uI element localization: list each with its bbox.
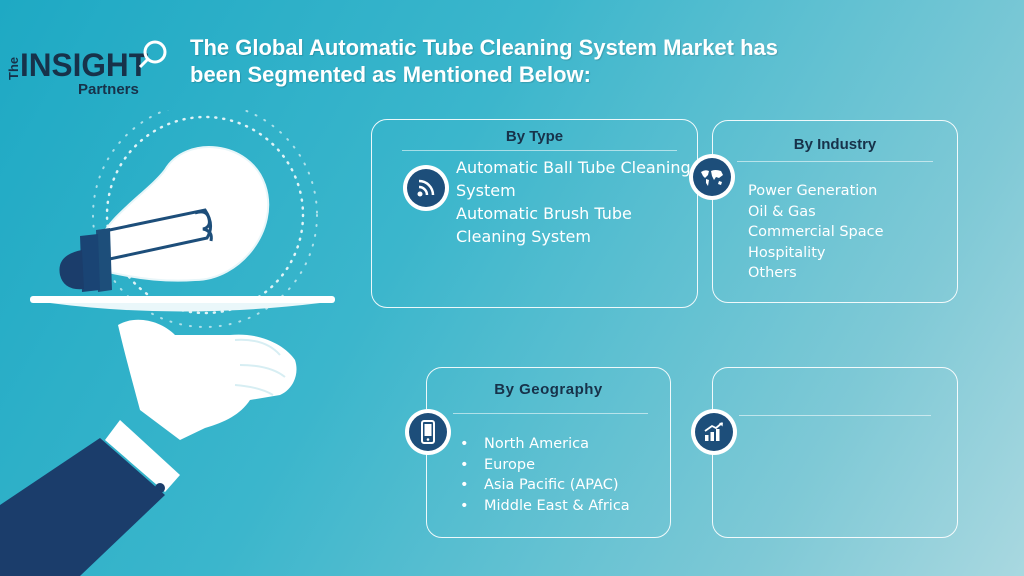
page-title-line-1: The Global Automatic Tube Cleaning Syste… — [190, 35, 779, 60]
card-divider — [739, 415, 931, 416]
by-industry-title: By Industry — [793, 136, 877, 153]
mobile-phone-icon — [405, 409, 451, 455]
insight-partners-logo[interactable]: The INSIGHT Partners — [4, 38, 176, 102]
light-bulb-icon — [59, 146, 270, 292]
magnifier-icon — [138, 40, 167, 69]
list-item: Europe — [460, 455, 630, 476]
by-industry-card: By Industry Power Generation Oil & Gas C… — [689, 120, 958, 303]
list-item: Commercial Space — [748, 224, 884, 240]
empty-segment-card — [691, 367, 958, 538]
logo-graphic: The INSIGHT Partners — [6, 40, 167, 98]
logo-partners-text: Partners — [78, 81, 139, 98]
serving-tray — [30, 296, 335, 312]
dotted-halo — [92, 110, 318, 328]
growth-chart-icon — [691, 409, 737, 455]
page-title-line-2: been Segmented as Mentioned Below: — [190, 62, 591, 87]
card-divider — [737, 161, 933, 162]
hand-icon — [118, 319, 297, 440]
list-item: Asia Pacific (APAC) — [460, 475, 630, 496]
hand-bulb-illustration — [0, 110, 335, 576]
list-item: Hospitality — [748, 244, 826, 261]
card-divider — [402, 150, 677, 151]
by-type-list: Automatic Ball Tube Cleaning System Auto… — [456, 156, 692, 248]
list-item: Others — [748, 265, 797, 281]
list-item: Middle East & Africa — [460, 496, 630, 517]
suit-sleeve — [0, 438, 165, 576]
logo-insight-text: INSIGHT — [20, 47, 148, 83]
by-industry-list: Power Generation Oil & Gas Commercial Sp… — [748, 181, 884, 284]
list-item: Power Generation — [748, 183, 878, 199]
by-geography-title: By Geography — [494, 381, 603, 398]
logo-the-text: The — [6, 57, 21, 80]
by-type-title: By Type — [505, 128, 564, 145]
world-map-icon — [689, 154, 735, 200]
wifi-signal-icon — [403, 165, 449, 211]
list-item: North America — [460, 434, 630, 455]
list-item: Automatic Ball Tube Cleaning System — [456, 158, 691, 200]
by-type-card: By Type Automatic Ball Tube Cleaning Sys… — [371, 119, 698, 308]
page-title: The Global Automatic Tube Cleaning Syste… — [190, 34, 890, 88]
list-item: Oil & Gas — [748, 203, 816, 220]
by-geography-card: By Geography North America Europe Asia P… — [405, 367, 671, 538]
card-divider — [453, 413, 648, 414]
by-geography-list: North America Europe Asia Pacific (APAC)… — [460, 434, 630, 517]
list-item: Automatic Brush Tube Cleaning System — [456, 204, 632, 246]
